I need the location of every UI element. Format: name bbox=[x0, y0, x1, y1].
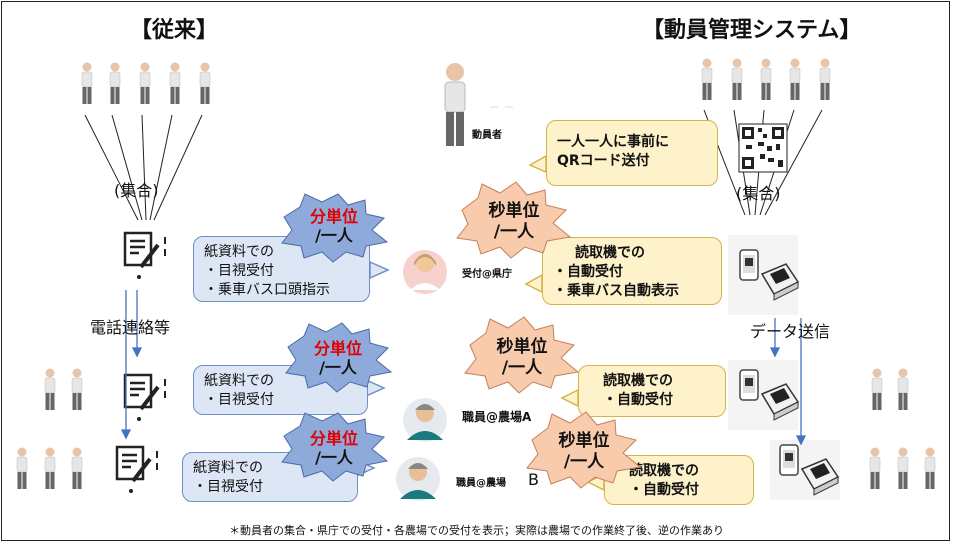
burst-line2: /一人 bbox=[564, 452, 605, 472]
title-conventional: 【従来】 bbox=[130, 18, 219, 43]
burst-line2: /一人 bbox=[315, 226, 354, 245]
sec-burst-bot: 秒単位 /一人 bbox=[526, 411, 642, 489]
bubble-line: 紙資料での bbox=[204, 373, 274, 389]
burst-line1: 秒単位 bbox=[489, 200, 540, 221]
gather-label-left: (集合) bbox=[114, 181, 159, 200]
burst-line2: /一人 bbox=[494, 222, 535, 242]
reception-avatar bbox=[403, 250, 447, 294]
tail-paper-top bbox=[369, 260, 390, 280]
min-burst-bot: 分単位 /一人 bbox=[281, 412, 389, 482]
burst-line2: /一人 bbox=[315, 448, 354, 467]
staff-b-avatar bbox=[396, 457, 440, 501]
phone-contact-label: 電話連絡等 bbox=[90, 318, 171, 337]
burst-line2: /一人 bbox=[319, 358, 358, 377]
bubble-line: ・自動受付 bbox=[553, 264, 623, 280]
gather-lines-left bbox=[84, 114, 203, 221]
data-arrows bbox=[769, 318, 807, 446]
bubble-line: QRコード送付 bbox=[557, 153, 650, 169]
bubble-line: 紙資料での bbox=[204, 244, 274, 260]
burst-line1: 分単位 bbox=[314, 339, 362, 358]
staff-b-suffix: B bbox=[528, 470, 539, 489]
burst-line1: 秒単位 bbox=[497, 336, 548, 357]
burst-line1: 分単位 bbox=[310, 429, 358, 448]
data-send-label: データ送信 bbox=[750, 322, 831, 341]
burst-line2: /一人 bbox=[502, 358, 543, 378]
burst-line1: 秒単位 bbox=[559, 430, 610, 451]
bubble-line: ・自動受付 bbox=[603, 392, 673, 408]
reception-label: 受付@県庁 bbox=[462, 269, 512, 280]
bubble-line: 読取機での bbox=[629, 463, 699, 479]
staff-a-label: 職員@農場A bbox=[462, 410, 532, 424]
bubble-line: ・乗車バス口頭指示 bbox=[204, 282, 330, 298]
min-burst-mid: 分単位 /一人 bbox=[285, 322, 393, 393]
qr-code-icon bbox=[738, 123, 788, 173]
bubble-line: ・自動受付 bbox=[629, 482, 699, 498]
bubble-line: 一人一人に事前に bbox=[557, 134, 669, 150]
staff-b-label: 職員@農場 bbox=[456, 478, 506, 489]
min-burst-top: 分単位 /一人 bbox=[281, 193, 389, 263]
burst-line1: 分単位 bbox=[310, 207, 358, 226]
sec-burst-mid: 秒単位 /一人 bbox=[464, 316, 580, 394]
phone-arrows bbox=[120, 290, 143, 440]
title-mobilization-system: 【動員管理システム】 bbox=[642, 18, 862, 43]
sec-burst-top: 秒単位 /一人 bbox=[456, 181, 572, 259]
bubble-line: ・目視受付 bbox=[204, 392, 274, 408]
reader-reception-bubble-mid: 読取機での ・自動受付 bbox=[578, 365, 726, 417]
qr-send-bubble: 一人一人に事前に QRコード送付 bbox=[546, 120, 718, 186]
bubble-line: 読取機での bbox=[575, 245, 645, 261]
staff-a-avatar bbox=[403, 398, 447, 442]
gather-label-right: (集合) bbox=[736, 184, 781, 203]
mobilized-label: 動員者 bbox=[472, 130, 502, 141]
bubble-line: ・乗車バス自動表示 bbox=[553, 283, 679, 299]
bubble-line: 読取機での bbox=[603, 373, 673, 389]
bubble-line: ・目視受付 bbox=[204, 263, 274, 279]
footnote: ＊動員者の集合・県庁での受付・各農場での受付を表示；実際は農場での作業終了後、逆… bbox=[229, 524, 724, 537]
reader-reception-bubble-top: 読取機での ・自動受付 ・乗車バス自動表示 bbox=[542, 237, 722, 305]
bubble-line: ・目視受付 bbox=[193, 479, 263, 495]
bubble-line: 紙資料での bbox=[193, 460, 263, 476]
